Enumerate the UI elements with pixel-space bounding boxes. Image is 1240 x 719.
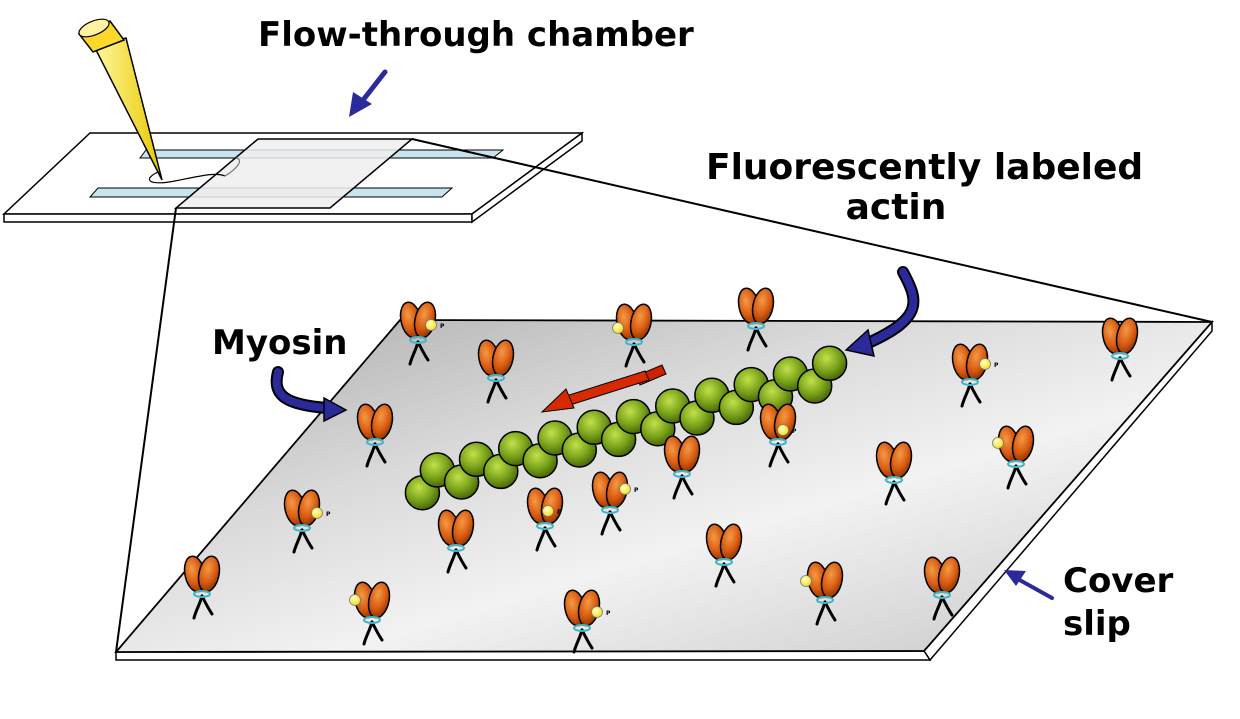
actin-filament [404, 345, 848, 511]
pipette-tip-icon [77, 18, 163, 181]
phosphate-dot-icon: P [542, 505, 562, 517]
filament-motion-arrow-icon [540, 364, 667, 413]
coverslip-pointer-arrow-icon [1004, 570, 1054, 600]
phosphate-label: P [634, 487, 639, 494]
phosphate-dot-icon: P [619, 483, 639, 495]
coverslip-label-line1: Cover [1063, 561, 1174, 601]
myosin-pointer-arrow-icon [270, 366, 348, 423]
zoom-lines [115, 138, 1213, 653]
phosphate-dot-icon [992, 437, 1004, 449]
phosphate-label: P [440, 323, 445, 330]
actin-bead-icon [811, 345, 848, 382]
phosphate-label: P [326, 511, 331, 518]
flow-chamber [2, 131, 585, 224]
actin-label-line1: Fluorescently labeled [706, 147, 1144, 188]
actin-label: Fluorescently labeled actin [706, 147, 1144, 229]
phosphate-label: P [994, 362, 999, 369]
phosphate-markers: P P P P P P P [311, 319, 1004, 618]
phosphate-label: P [606, 610, 611, 617]
phosphate-dot-icon [612, 322, 624, 334]
coverslip-label: Cover slip [1063, 560, 1173, 645]
phosphate-label: P [557, 509, 562, 516]
coverslip-label-line2: slip [1063, 603, 1131, 644]
phosphate-dot-icon [800, 575, 812, 587]
phosphate-dot-icon: P [777, 424, 797, 436]
phosphate-dot-icon: P [311, 507, 331, 519]
phosphate-dot-icon: P [425, 319, 445, 331]
actin-pointer-arrow-icon [844, 266, 920, 357]
phosphate-dot-icon: P [979, 358, 999, 370]
myosin-label: Myosin [212, 323, 348, 363]
actin-label-line2: actin [845, 187, 947, 229]
phosphate-dot-icon: P [591, 606, 611, 618]
phosphate-label: P [792, 428, 797, 435]
chamber-pointer-arrow-icon [349, 69, 388, 117]
flow-chamber-label: Flow-through chamber [258, 15, 694, 55]
phosphate-dot-icon [349, 594, 361, 606]
